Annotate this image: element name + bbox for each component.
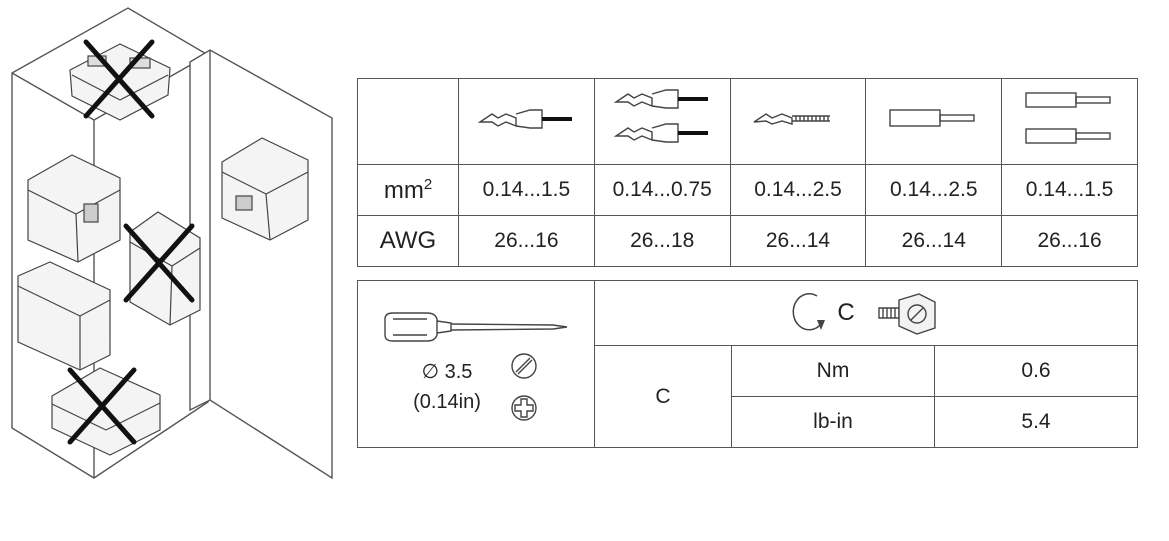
mm2-value: 0.14...2.5 (729, 164, 867, 216)
torque-row-lbin: lb-in 5.4 (358, 396, 1138, 448)
mm2-value: 0.14...2.5 (865, 164, 1003, 216)
clockwise-rotation-icon (792, 293, 826, 331)
flat-screw-head-icon (511, 353, 537, 379)
torque-header-row: ∅ 3.5 (0.14in) (357, 280, 1138, 448)
mm2-value: 0.14...0.75 (593, 164, 731, 216)
screwdriver-diameter: ∅ 3.5 (421, 361, 473, 383)
awg-row: AWG 26...16 26...18 26...14 26...14 26..… (357, 215, 1138, 267)
torque-header-cell: C (594, 280, 1138, 346)
mm2-label: mm2 (357, 164, 459, 216)
two-solid-wires-icon (1001, 78, 1138, 165)
screwdriver-icon (384, 312, 568, 342)
mm2-value: 0.14...1.5 (1001, 164, 1138, 216)
torque-unit: Nm (731, 345, 935, 397)
stranded-wire-icon (729, 78, 867, 165)
solid-wire-icon (865, 78, 1003, 165)
awg-value: 26...14 (729, 215, 867, 267)
double-wire-ferrule-icon (593, 78, 731, 165)
module-door (221, 137, 309, 241)
mounting-orientation-diagram-icon (11, 7, 333, 480)
wire-spec-table: mm2 0.14...1.5 0.14...0.75 0.14...2.5 0.… (357, 78, 1138, 267)
mm2-value: 0.14...1.5 (458, 164, 595, 216)
single-wire-ferrule-icon (458, 78, 595, 165)
terminal-screw-icon (877, 293, 936, 335)
screwdriver-diameter-inch: (0.14in) (413, 391, 481, 413)
awg-value: 26...16 (1001, 215, 1138, 267)
phillips-screw-head-icon (511, 395, 537, 421)
wire-icon-row (357, 78, 1138, 165)
torque-row-label: C (594, 345, 732, 448)
module-left-upper (27, 154, 121, 263)
module-left-lower (17, 261, 111, 371)
awg-value: 26...16 (458, 215, 595, 267)
torque-unit: lb-in (731, 396, 935, 448)
torque-header-label: C (837, 299, 855, 326)
empty-header-cell (357, 78, 459, 165)
torque-table: ∅ 3.5 (0.14in) (357, 280, 1138, 448)
awg-value: 26...14 (865, 215, 1003, 267)
awg-value: 26...18 (593, 215, 731, 267)
screwdriver-cell: ∅ 3.5 (0.14in) (357, 280, 595, 448)
mm2-row: mm2 0.14...1.5 0.14...0.75 0.14...2.5 0.… (357, 164, 1138, 216)
torque-value: 5.4 (934, 396, 1138, 448)
torque-value: 0.6 (934, 345, 1138, 397)
awg-label: AWG (357, 215, 459, 267)
